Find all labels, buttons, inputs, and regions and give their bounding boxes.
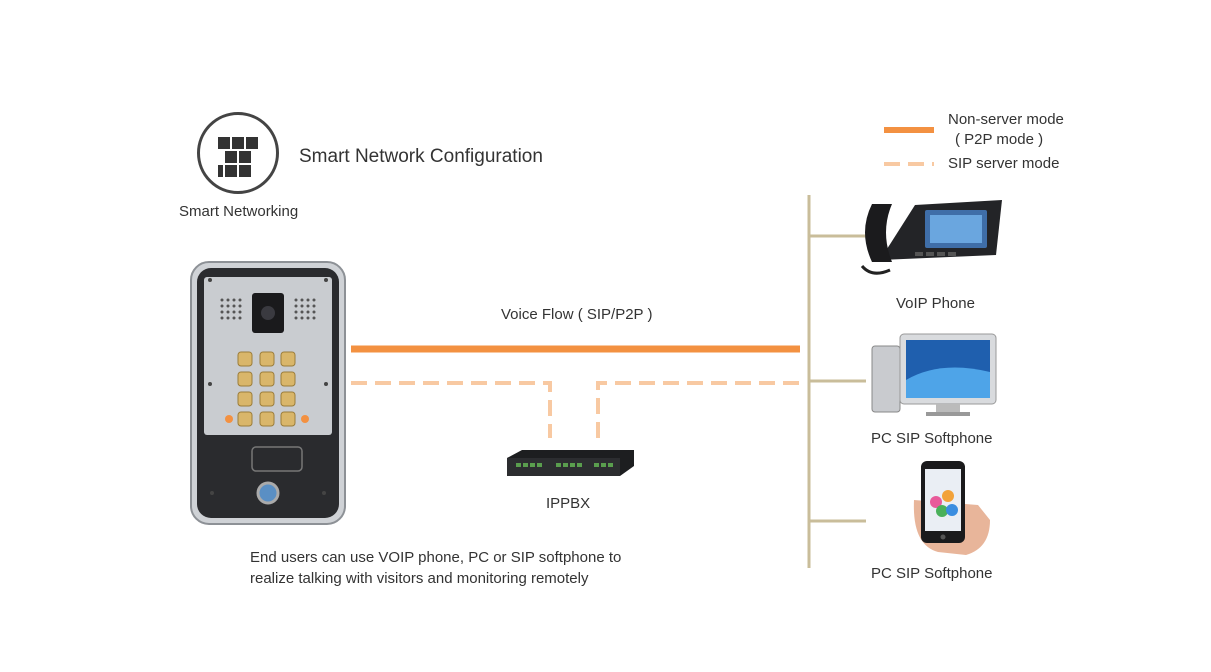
legend-solid-label-line2: ( P2P mode )	[955, 131, 1044, 148]
door-intercom-icon	[190, 261, 346, 525]
ippbx-label: IPPBX	[546, 495, 591, 512]
sip-path-to-ippbx	[351, 381, 552, 438]
legend-dashed-label: SIP server mode	[948, 155, 1060, 172]
desk-ip-phone-icon	[860, 200, 1002, 275]
description-line-2: realize talking with visitors and monito…	[250, 570, 589, 587]
voip-phone-label: VoIP Phone	[896, 295, 975, 312]
grid-network-icon	[197, 112, 279, 194]
smartphone-icon	[913, 461, 990, 555]
logo-caption: Smart Networking	[179, 203, 299, 220]
mobile-softphone-label: PC SIP Softphone	[871, 565, 993, 582]
description: End users can use VOIP phone, PC or SIP …	[250, 547, 690, 589]
desktop-computer-icon	[871, 333, 997, 416]
pc-softphone-label: PC SIP Softphone	[871, 430, 993, 447]
network-switch-icon	[507, 450, 634, 476]
description-line-1: End users can use VOIP phone, PC or SIP …	[250, 549, 622, 566]
voice-flow-label: Voice Flow ( SIP/P2P )	[501, 306, 653, 323]
legend-solid-label-line1: Non-server mode	[948, 111, 1064, 128]
page-title: Smart Network Configuration	[299, 146, 543, 167]
sip-path-from-ippbx	[596, 381, 800, 438]
